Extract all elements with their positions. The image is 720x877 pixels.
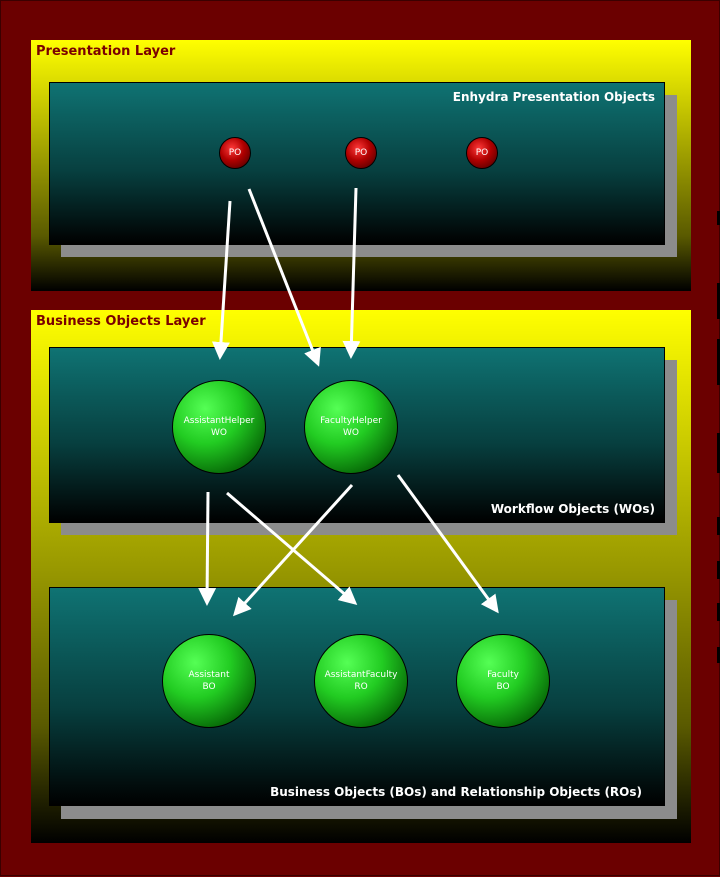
presentation-object-node: PO [345, 137, 377, 169]
edge-mark [717, 647, 720, 663]
edge-mark [717, 211, 720, 225]
assistant-helper-wo-node: AssistantHelper WO [172, 380, 266, 474]
node-label-line2: RO [354, 682, 368, 692]
edge-mark [717, 603, 720, 621]
node-label-line1: AssistantFaculty [324, 670, 398, 680]
node-label-line1: Faculty [487, 670, 519, 680]
business-objects-panel-title: Business Objects (BOs) and Relationship … [270, 785, 642, 799]
business-objects-layer-title: Business Objects Layer [36, 314, 206, 329]
presentation-object-node: PO [219, 137, 251, 169]
arrow-faculty-helper-to-faculty [396, 474, 499, 614]
arrow-po-to-faculty-helper [247, 188, 321, 367]
node-label-line1: Assistant [188, 670, 230, 680]
node-label: PO [228, 148, 242, 158]
presentation-object-node: PO [466, 137, 498, 169]
workflow-objects-panel-title: Workflow Objects (WOs) [490, 502, 655, 516]
node-label-line2: BO [496, 682, 510, 692]
edge-mark [717, 339, 720, 385]
edge-mark [717, 561, 720, 579]
edge-mark [717, 433, 720, 473]
node-label-line2: WO [343, 428, 359, 438]
arrow-faculty-helper-to-assistant [232, 483, 354, 617]
node-label-line2: BO [202, 682, 216, 692]
presentation-layer-title: Presentation Layer [36, 44, 176, 59]
edge-mark [717, 517, 720, 535]
assistant-bo-node: Assistant BO [162, 634, 256, 728]
node-label-line2: WO [211, 428, 227, 438]
arrow-assistant-helper-to-assistant-faculty [226, 491, 358, 605]
presentation-objects-panel-title: Enhydra Presentation Objects [452, 90, 655, 104]
faculty-bo-node: Faculty BO [456, 634, 550, 728]
assistant-faculty-ro-node: AssistantFaculty RO [314, 634, 408, 728]
node-label-line1: AssistantHelper [183, 416, 255, 426]
arrow-assistant-helper-to-assistant [198, 491, 217, 606]
node-label-line1: FacultyHelper [320, 416, 382, 426]
edge-mark [717, 283, 720, 319]
faculty-helper-wo-node: FacultyHelper WO [304, 380, 398, 474]
arrow-po-to-assistant-helper [211, 200, 232, 360]
node-label: PO [475, 148, 489, 158]
arrow-po-to-faculty-helper [342, 187, 361, 359]
node-label: PO [354, 148, 368, 158]
